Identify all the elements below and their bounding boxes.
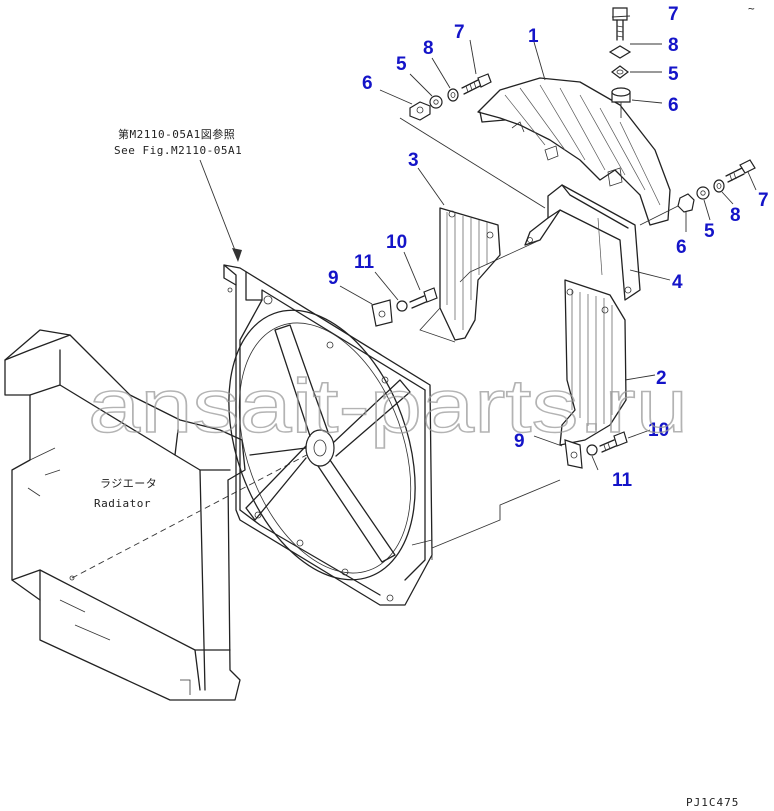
center-mark xyxy=(69,575,75,581)
guard-right-part-2 xyxy=(559,279,627,446)
watermark: ansait-parts.ru xyxy=(88,364,688,449)
callout-8-top-right: 8 xyxy=(668,35,679,56)
guard-upper-part-1 xyxy=(477,77,671,226)
callout-1: 1 xyxy=(528,26,539,47)
hardware-right xyxy=(639,159,756,226)
callout-4: 4 xyxy=(672,272,683,293)
reference-note-jp: 第M2110-05A1図参照 xyxy=(118,127,235,141)
callout-5-top-right: 5 xyxy=(668,64,679,85)
callout-11-lower: 11 xyxy=(612,470,633,491)
hardware-top-right xyxy=(608,7,632,118)
callout-10-upper: 10 xyxy=(386,232,407,253)
hardware-mid-left xyxy=(371,287,438,327)
reference-note-en: See Fig.M2110-05A1 xyxy=(114,144,242,157)
radiator-label-en: Radiator xyxy=(94,497,151,510)
reference-arrow xyxy=(199,159,239,259)
callout-6-top-right: 6 xyxy=(668,95,679,116)
leader-lower-bracket xyxy=(431,479,561,549)
callout-2: 2 xyxy=(656,368,667,389)
callout-5-top-left: 5 xyxy=(396,54,407,75)
callout-9-upper: 9 xyxy=(328,268,339,289)
callout-6-right: 6 xyxy=(676,237,687,258)
fan-shroud xyxy=(223,264,433,606)
callout-8-right: 8 xyxy=(730,205,741,226)
callout-leaders xyxy=(339,15,757,471)
callout-8-top-left: 8 xyxy=(423,38,434,59)
centerline xyxy=(71,447,321,579)
callout-5-right: 5 xyxy=(704,221,715,242)
drawing-code: PJ1C475 xyxy=(686,796,739,809)
callout-7-right: 7 xyxy=(758,190,769,211)
callouts: 1 3 4 2 7 8 5 6 7 8 5 6 7 8 5 6 10 11 9 … xyxy=(328,4,769,491)
callout-3: 3 xyxy=(408,150,419,171)
callout-11-upper: 11 xyxy=(354,252,375,273)
radiator xyxy=(4,329,246,701)
callout-7-top-right: 7 xyxy=(668,4,679,25)
callout-10-lower: 10 xyxy=(648,420,669,441)
hardware-top-left xyxy=(399,73,546,209)
callout-9-lower: 9 xyxy=(514,431,525,452)
hardware-mid-right xyxy=(564,431,628,469)
callout-6-top-left: 6 xyxy=(362,73,373,94)
corner-mark: ~ xyxy=(748,2,755,15)
guard-left-part-3 xyxy=(419,207,501,343)
callout-7-top-left: 7 xyxy=(454,22,465,43)
radiator-label-jp: ラジエータ xyxy=(100,477,157,490)
reference-arrowhead xyxy=(232,248,242,262)
